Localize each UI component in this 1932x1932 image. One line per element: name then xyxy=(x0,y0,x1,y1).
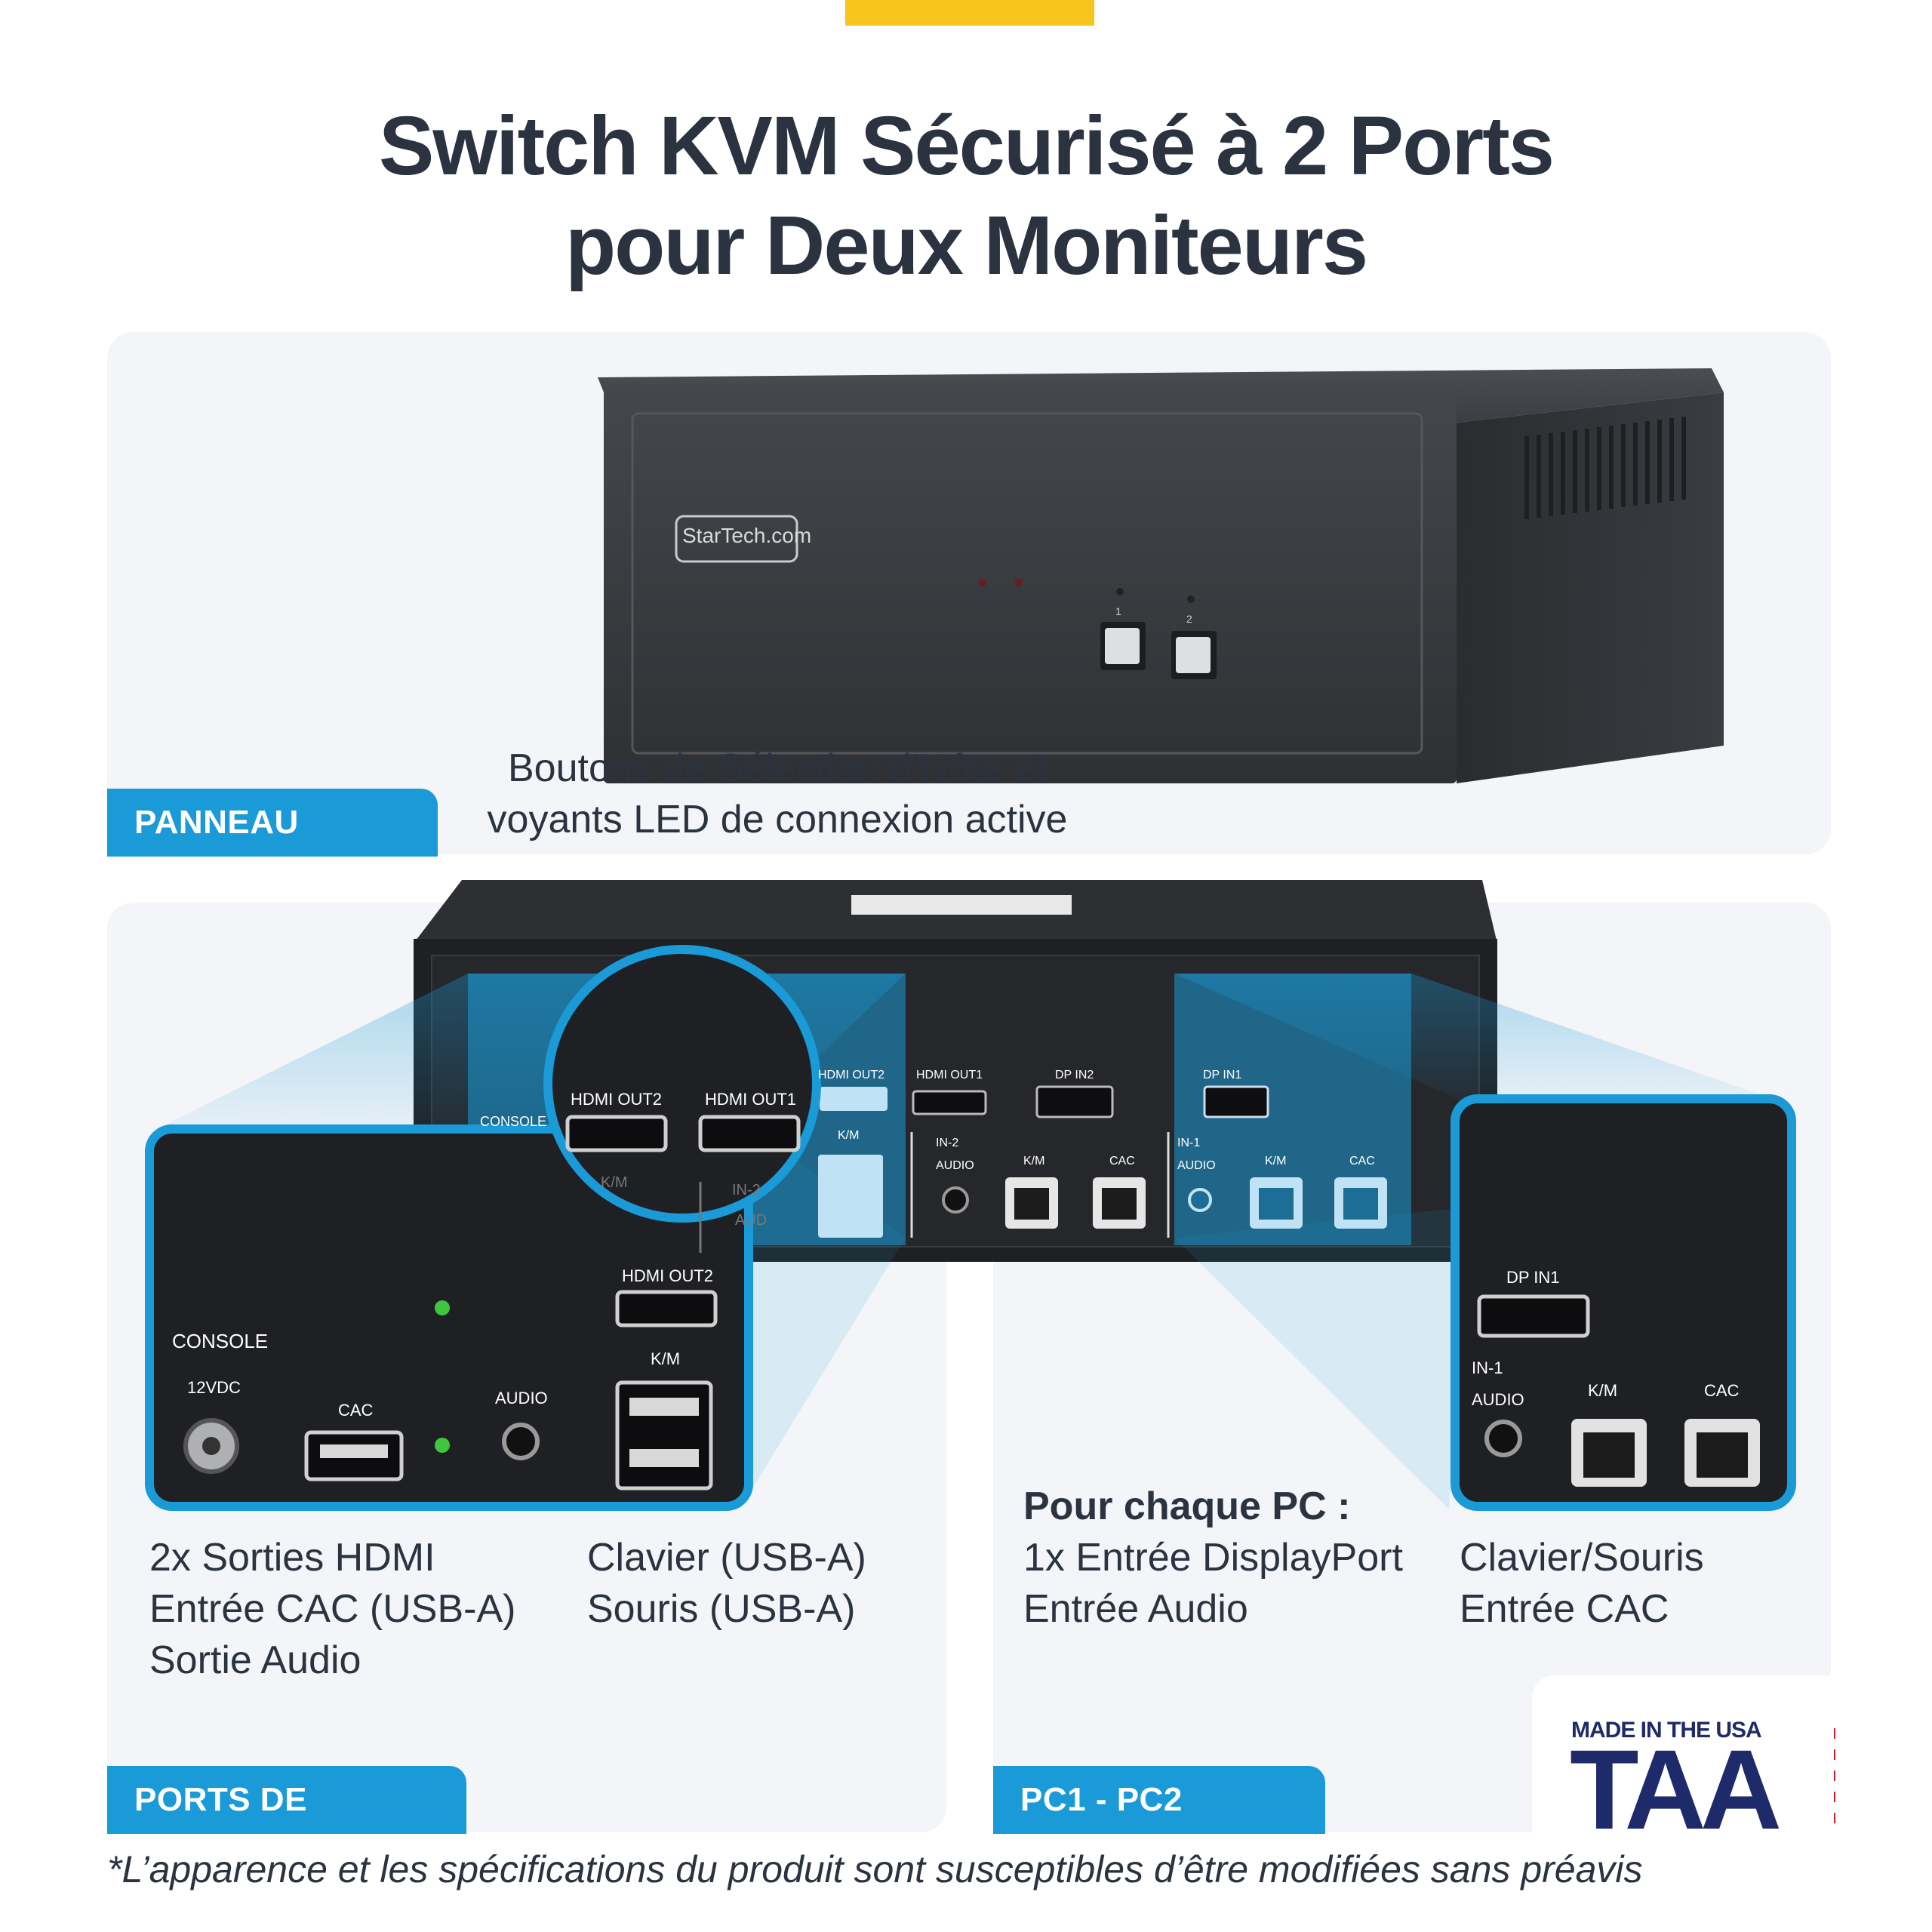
hdmi-out2-port xyxy=(615,1290,718,1327)
pc-km-label: K/M xyxy=(1588,1381,1618,1400)
console-features-a: 2x Sorties HDMI Entrée CAC (USB-A) Sorti… xyxy=(149,1536,516,1682)
rear-cac-label: CAC xyxy=(1109,1155,1135,1168)
console-led xyxy=(435,1300,450,1315)
button-2-label: 2 xyxy=(1186,613,1192,625)
audio-label: AUDIO xyxy=(495,1389,548,1407)
console-zoom xyxy=(145,1124,753,1511)
made-in-usa-text: MADE IN THE USA xyxy=(1571,1718,1762,1743)
rear-in1-label: IN-1 xyxy=(1177,1137,1201,1149)
km-label: K/M xyxy=(651,1349,681,1368)
rear-hdmi-out1-label: HDMI OUT1 xyxy=(916,1069,983,1081)
zoom-km-label: K/M xyxy=(601,1174,628,1191)
console-label: CONSOLE xyxy=(172,1330,269,1352)
rear-audio-label: AUDIO xyxy=(936,1159,974,1172)
port2-led xyxy=(1187,595,1195,603)
audio-jack-icon xyxy=(502,1423,540,1460)
dp-in1-label: DP IN1 xyxy=(1506,1268,1560,1287)
hdmi-out2-label: HDMI OUT2 xyxy=(622,1266,713,1285)
front-panel-tag: PANNEAU AVANT xyxy=(107,789,438,909)
rear-dp-in1-label: DP IN1 xyxy=(1203,1069,1242,1081)
host-select-button-2 xyxy=(1176,637,1211,673)
taa-badge xyxy=(1532,1675,1834,1837)
startech-logo-frame xyxy=(675,515,798,563)
zoom-hdmi-out2-port xyxy=(565,1115,668,1152)
rear-km2-label: K/M xyxy=(1023,1155,1045,1168)
status-led xyxy=(979,579,986,586)
audio-in-jack-icon xyxy=(1484,1420,1522,1457)
rear-audio2-label: AUDIO xyxy=(1177,1159,1216,1172)
console-led xyxy=(435,1438,450,1453)
port1-led xyxy=(1116,588,1124,595)
rear-km3-label: K/M xyxy=(1265,1155,1287,1168)
front-panel-caption: Boutons de Sélection d’Hôte et voyants L… xyxy=(487,746,1068,841)
title-line-1: Switch KVM Sécurisé à 2 Ports xyxy=(379,100,1555,192)
pc-ports-tag: PC1 - PC2 PORTS xyxy=(993,1766,1325,1886)
rear-km-label: K/M xyxy=(838,1129,860,1142)
front-device-side xyxy=(1457,392,1724,783)
zoom-hdmi-out1-label: HDMI OUT1 xyxy=(705,1090,796,1109)
pc-zoom xyxy=(1451,1094,1796,1511)
in1-label: IN-1 xyxy=(1472,1358,1503,1377)
taa-text: TAA xyxy=(1570,1726,1782,1853)
zoom-in2-label: IN-2 xyxy=(732,1182,761,1198)
pc-features-b: Clavier/Souris Entrée CAC xyxy=(1460,1536,1704,1631)
dc-label: 12VDC xyxy=(187,1378,241,1397)
pc-features-a: Pour chaque PC : 1x Entrée DisplayPort E… xyxy=(1023,1481,1403,1635)
accent-bar xyxy=(845,0,1094,26)
rear-hdmi-out2-label: HDMI OUT2 xyxy=(818,1069,884,1081)
cac-label: CAC xyxy=(338,1401,374,1420)
hdmi-zoom-circle xyxy=(543,945,821,1253)
button-1-label: 1 xyxy=(1115,605,1121,617)
footnote: *L’apparence et les spécifications du pr… xyxy=(107,1848,1643,1890)
pc-audio-label: AUDIO xyxy=(1472,1390,1524,1409)
rear-in2-label: IN-2 xyxy=(936,1137,959,1149)
rear-dp-in2-label: DP IN2 xyxy=(1055,1069,1094,1081)
startech-logo: StarTech.com xyxy=(682,524,812,547)
zoom-aud-label: AUD xyxy=(735,1212,768,1229)
page-title: Switch KVM Sécurisé à 2 Ports pour Deux … xyxy=(0,97,1932,296)
status-led xyxy=(1015,579,1023,586)
host-select-button-1 xyxy=(1105,628,1140,664)
pc-cac-label: CAC xyxy=(1704,1381,1740,1400)
dp-in1-port xyxy=(1477,1294,1590,1338)
console-ports-tag: PORTS DE CONSOLE xyxy=(107,1766,466,1886)
pc-heading: Pour chaque PC : xyxy=(1023,1484,1351,1528)
rear-cac2-label: CAC xyxy=(1349,1155,1375,1168)
front-kvm-device xyxy=(598,368,1724,783)
rear-console-label: CONSOLE xyxy=(480,1114,547,1129)
zoom-hdmi-out1-port xyxy=(698,1115,801,1152)
side-vents xyxy=(1524,417,1686,519)
console-features-b: Clavier (USB-A) Souris (USB-A) xyxy=(587,1536,866,1631)
zoom-hdmi-out2-label: HDMI OUT2 xyxy=(571,1090,662,1109)
title-line-2: pour Deux Moniteurs xyxy=(565,199,1368,292)
front-device-face xyxy=(604,385,1457,783)
